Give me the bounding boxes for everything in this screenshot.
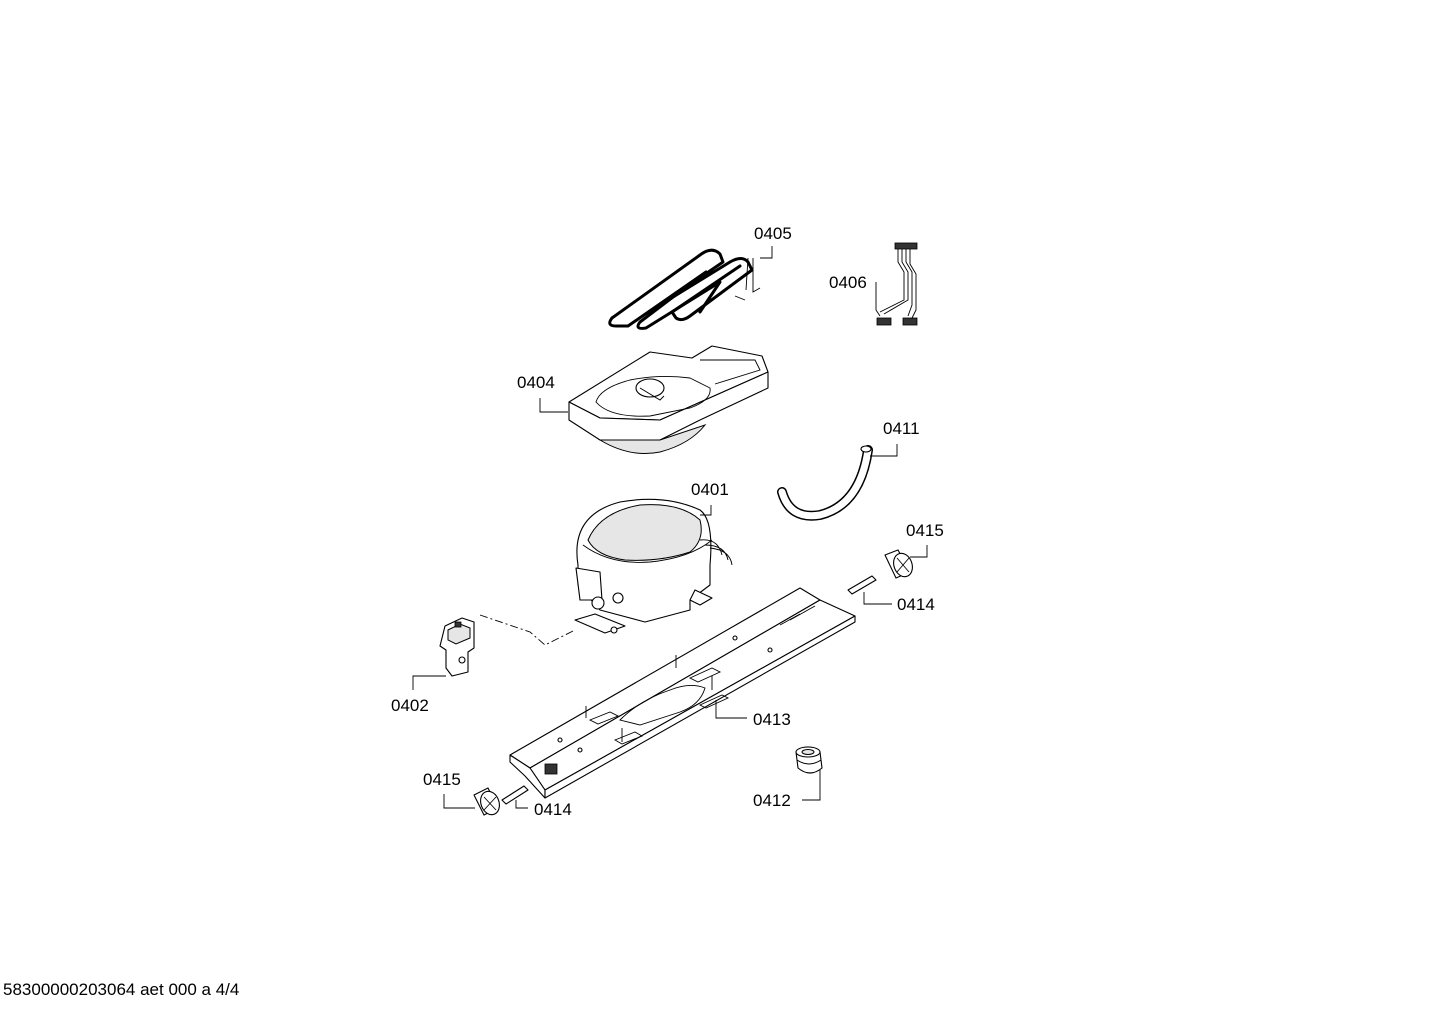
- part-0404-drip-tray[interactable]: [568, 345, 769, 454]
- label-0411: 0411: [883, 419, 920, 438]
- part-0412-rubber-foot[interactable]: [795, 746, 823, 774]
- label-0413: 0413: [753, 710, 791, 729]
- label-0405: 0405: [754, 224, 792, 243]
- label-0415-right: 0415: [906, 521, 944, 540]
- part-0413-base-rail[interactable]: [509, 587, 856, 799]
- part-0406-wire-harness[interactable]: [876, 242, 918, 326]
- part-0414-pin-right[interactable]: [847, 575, 877, 595]
- document-id-footer: 58300000203064 aet 000 a 4/4: [3, 980, 240, 999]
- label-0404: 0404: [517, 373, 555, 392]
- part-0415-grommet-right[interactable]: [884, 549, 916, 579]
- label-0414-right: 0414: [897, 595, 935, 614]
- part-0401-compressor[interactable]: [574, 498, 733, 634]
- part-0411-hose[interactable]: [777, 445, 873, 521]
- leader-lines: [412, 246, 928, 809]
- part-0414-pin-left[interactable]: [501, 785, 529, 805]
- label-0402: 0402: [391, 696, 429, 715]
- part-0415-grommet-left[interactable]: [473, 787, 503, 817]
- label-0412: 0412: [753, 791, 791, 810]
- label-0406: 0406: [829, 273, 867, 292]
- part-0405-condenser-coil[interactable]: [608, 248, 761, 330]
- label-0415-left: 0415: [423, 770, 461, 789]
- label-0401: 0401: [691, 480, 729, 499]
- label-0414-left: 0414: [534, 800, 572, 819]
- part-0402-starter-relay[interactable]: [439, 614, 576, 677]
